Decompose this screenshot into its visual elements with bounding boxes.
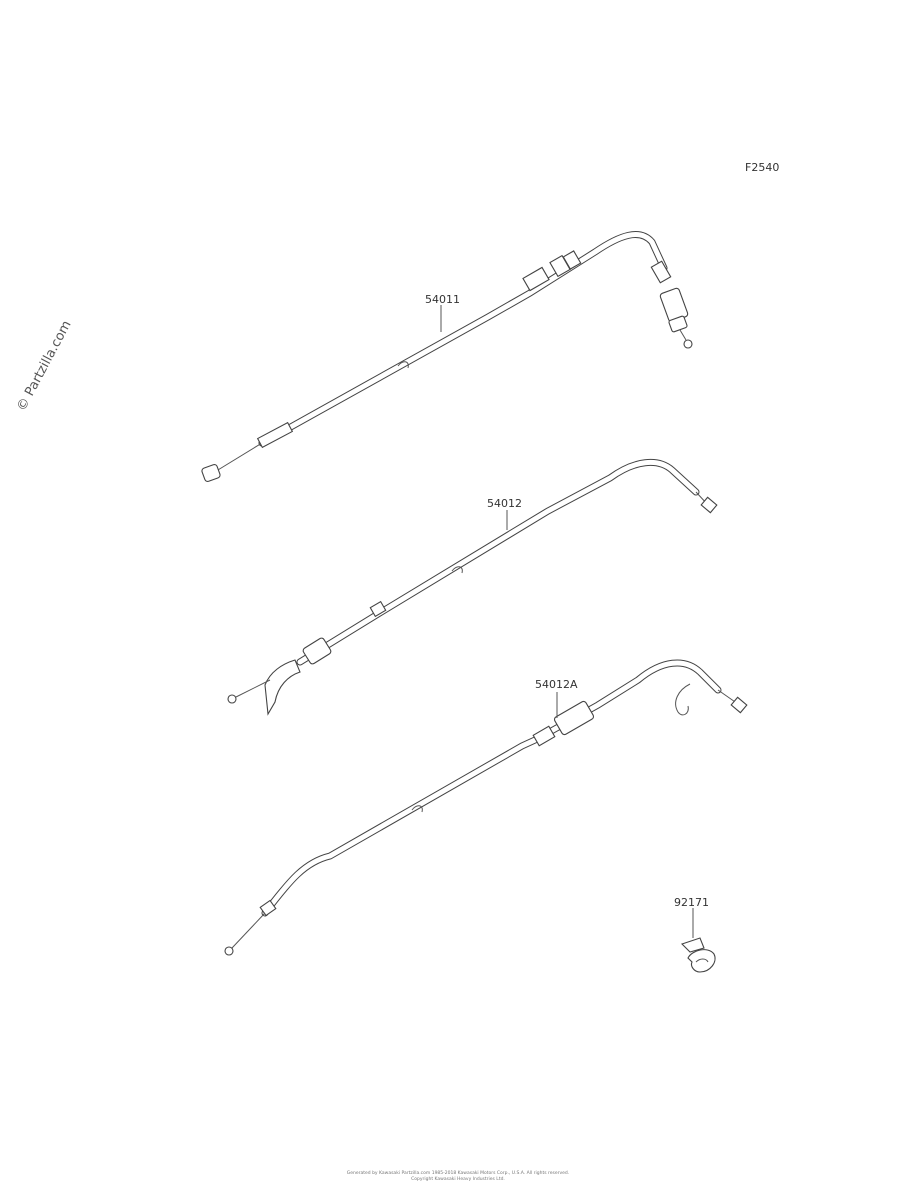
cable-54011[interactable] <box>201 231 693 483</box>
footer-line-1: Generated by Kawasaki Partzilla.com 1985… <box>347 1170 569 1176</box>
cable-54012a[interactable] <box>224 659 748 956</box>
part-label-92171: 92171 <box>674 896 709 909</box>
figure-code: F2540 <box>745 161 779 174</box>
footer-line-2: Copyright Kawasaki Heavy Industries Ltd. <box>411 1176 505 1182</box>
watermark: © Partzilla.com <box>14 318 74 414</box>
part-label-54011: 54011 <box>425 293 460 306</box>
cable-54012[interactable] <box>227 458 718 716</box>
part-label-54012: 54012 <box>487 497 522 510</box>
part-label-54012a: 54012A <box>535 678 578 691</box>
clamp-92171[interactable] <box>680 937 716 973</box>
